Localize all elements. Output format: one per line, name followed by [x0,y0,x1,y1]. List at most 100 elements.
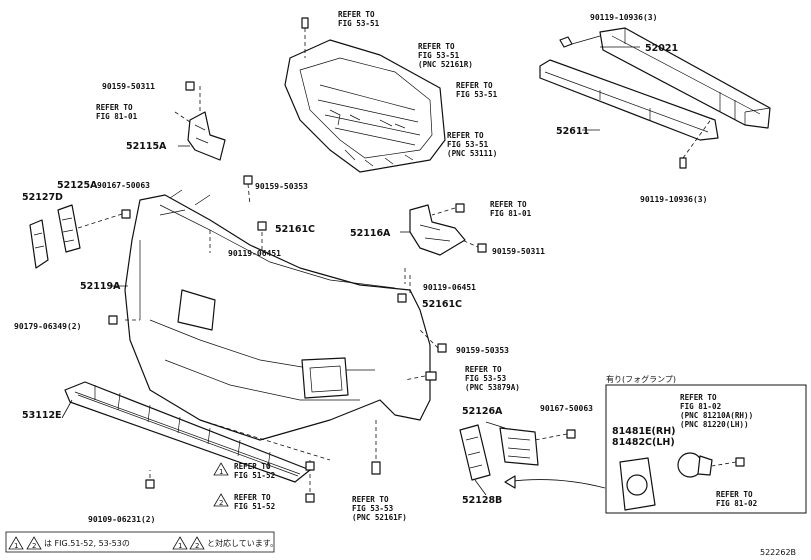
label-52021: 52021 [645,43,678,54]
refer-line: FIG 51-52 [234,471,275,480]
refer-line: FIG 51-52 [234,502,275,511]
footnote: 1 2 は FIG.51-52, 53-53の 1 2 と対応しています。 [5,531,278,553]
label-90109-06231: 90109-06231(2) [88,515,155,524]
label-90119-10936-bottom: 90119-10936(3) [640,195,707,204]
refer-line: REFER TO [680,393,717,402]
refer-line: REFER TO [234,493,271,502]
label-52161c-top: 52161C [275,224,315,235]
refer-line: FIG 81-02 [716,499,757,508]
label-90159-50353-mid: 90159-50353 [456,346,509,355]
refer-line: FIG 53-53 [465,374,507,383]
svg-text:1: 1 [219,468,223,476]
refer-line: REFER TO [447,131,484,140]
radiator-grille-illustration [284,39,446,173]
label-90159-50353-top: 90159-50353 [255,182,308,191]
label-90167-50063-left: 90167-50063 [97,181,150,190]
figure-code: 522262B [760,548,796,557]
refer-line: FIG 53-51 [447,140,489,149]
label-52126a: 52126A [462,406,503,417]
leader-lines [61,46,640,496]
label-52115a: 52115A [126,141,167,152]
refer-line: REFER TO [352,495,389,504]
fog-lamp-bezel-illustration [459,424,539,481]
label-52611: 52611 [556,126,589,137]
label-52116a: 52116A [350,228,391,239]
refer-line: REFER TO [418,42,455,51]
footnote-badge-1b: 1 [178,542,182,550]
label-52119a: 52119A [80,281,121,292]
label-52161c-mid: 52161C [422,299,462,310]
footnote-badge-1: 1 [14,542,18,550]
fog-lamp-option-box [605,384,807,514]
refer-line: (PNC 81220(LH)) [680,420,749,429]
refer-line: REFER TO [490,200,527,209]
refer-line: REFER TO [338,10,375,19]
label-90119-10936-top: 90119-10936(3) [590,13,657,22]
svg-text:2: 2 [219,499,223,507]
refer-line: REFER TO [234,462,271,471]
label-90179-06349: 90179-06349(2) [14,322,81,331]
refer-line: (PNC 81210A(RH)) [680,411,753,420]
refer-line: (PNC 53111) [447,149,497,158]
label-90167-50063-right: 90167-50063 [540,404,593,413]
footnote-text-2: と対応しています。 [207,538,278,548]
label-90159-50311-top: 90159-50311 [102,82,155,91]
label-52125a: 52125A [57,180,98,191]
fog-lamp-title: 有り(フォグランプ) [606,374,676,384]
refer-line: FIG 53-53 [352,504,394,513]
refer-line: REFER TO [465,365,502,374]
label-81481e: 81481E(RH) [612,426,676,437]
front-bumper-cover-illustration [124,189,431,441]
refer-line: (PNC 52161F) [352,513,407,522]
label-52127d: 52127D [22,192,63,203]
lower-grille-illustration [64,381,311,483]
bumper-bracket-left-illustration [187,111,226,161]
bolt-icon [559,35,713,169]
refer-line: REFER TO [716,490,753,499]
footnote-text: は FIG.51-52, 53-53の [44,539,130,548]
footnote-badge-2b: 2 [195,542,199,550]
label-53112e: 53112E [22,410,62,421]
refer-line: REFER TO [96,103,133,112]
refer-line: FIG 81-02 [680,402,721,411]
label-90119-06451-mid: 90119-06451 [423,283,476,292]
refer-line: FIG 81-01 [490,209,532,218]
warning-triangle-icon: 1 2 [213,462,229,507]
refer-line: FIG 53-51 [418,51,460,60]
label-81482c: 81482C(LH) [612,437,675,448]
refer-line: FIG 53-51 [338,19,380,28]
refer-line: FIG 53-51 [456,90,498,99]
label-52128b: 52128B [462,495,502,506]
bumper-reinforcement-illustration [539,27,771,141]
refer-line: (PNC 53879A) [465,383,520,392]
label-90159-50311-mid: 90159-50311 [492,247,545,256]
label-90119-06451-top: 90119-06451 [228,249,281,258]
side-retainer-illustration [29,204,81,269]
refer-line: (PNC 52161R) [418,60,473,69]
